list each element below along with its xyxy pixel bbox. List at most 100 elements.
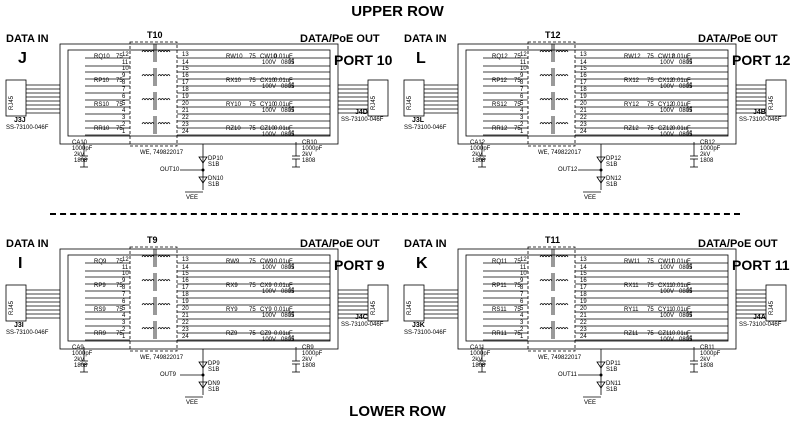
coil-winding bbox=[548, 74, 553, 77]
cap-voltage: 100V bbox=[660, 313, 675, 319]
coil-winding bbox=[542, 74, 547, 77]
coil-winding bbox=[163, 255, 168, 258]
block-letter: I bbox=[18, 255, 23, 272]
coil-winding bbox=[166, 98, 171, 101]
pin-number-right: 17 bbox=[580, 285, 587, 291]
pin-number-right: 14 bbox=[580, 265, 587, 271]
jack-out-ref: J4D bbox=[355, 109, 368, 116]
ca-package: 1808 bbox=[472, 363, 486, 369]
ca-voltage: 2kV bbox=[74, 152, 85, 158]
cap-value: 0.01uF bbox=[672, 259, 691, 265]
rj45-label-in: RJ45 bbox=[9, 300, 15, 315]
cb-value: 1000pF bbox=[302, 146, 323, 152]
left-resistor-value: 75 bbox=[116, 283, 123, 289]
coil-winding bbox=[150, 327, 155, 330]
pin-number-left: 6 bbox=[520, 299, 524, 305]
cap-voltage: 100V bbox=[660, 108, 675, 114]
right-resistor-value: 75 bbox=[647, 331, 654, 337]
cap-package: 0805 bbox=[281, 84, 295, 90]
pin-number-right: 22 bbox=[182, 115, 189, 121]
pin-number-left: 8 bbox=[122, 285, 126, 291]
coil-winding bbox=[539, 279, 544, 282]
cap-ref: CW10 bbox=[260, 54, 277, 60]
cap-package: 0805 bbox=[281, 289, 295, 295]
pin-number-left: 11 bbox=[520, 265, 527, 271]
pin-number-right: 17 bbox=[182, 285, 189, 291]
pin-number-left: 10 bbox=[520, 66, 527, 72]
coil-winding bbox=[539, 255, 544, 258]
jack-in-part: SS-73100-046F bbox=[404, 330, 447, 336]
cb-voltage: 2kV bbox=[700, 152, 711, 158]
coil-winding bbox=[147, 122, 152, 125]
ca-ref: CA9 bbox=[72, 345, 84, 351]
vee-label: VEE bbox=[186, 195, 199, 201]
cap-ref: CW12 bbox=[658, 54, 675, 60]
coil-winding bbox=[558, 98, 563, 101]
coil-winding bbox=[144, 255, 149, 258]
jack-out-part: SS-73100-046F bbox=[341, 322, 384, 328]
pin-number-right: 17 bbox=[580, 80, 587, 86]
cap-value: 0.01uF bbox=[274, 307, 293, 313]
coil-winding bbox=[150, 50, 155, 53]
data-in-label: DATA IN bbox=[6, 238, 49, 250]
ca-package: 1808 bbox=[74, 158, 88, 164]
coil-winding bbox=[545, 255, 550, 258]
diode-dn-ref: DN9 bbox=[208, 381, 221, 387]
cb-value: 1000pF bbox=[302, 351, 323, 357]
cap-package: 0805 bbox=[281, 337, 295, 343]
pin-number-right: 22 bbox=[182, 320, 189, 326]
coil-winding bbox=[561, 98, 566, 101]
pin-number-right: 21 bbox=[182, 108, 189, 114]
right-resistor-value: 75 bbox=[647, 307, 654, 313]
diode-dp-part: S1B bbox=[606, 162, 618, 168]
right-resistor-ref: RY12 bbox=[624, 102, 639, 108]
pin-number-left: 4 bbox=[520, 313, 524, 319]
coil-winding bbox=[558, 279, 563, 282]
left-resistor-value: 75 bbox=[514, 78, 521, 84]
cb-voltage: 2kV bbox=[302, 152, 313, 158]
coil-winding bbox=[144, 74, 149, 77]
coil-winding bbox=[564, 50, 569, 53]
cap-ref: CZ11 bbox=[658, 331, 673, 337]
left-resistor-value: 75 bbox=[116, 54, 123, 60]
pin-number-right: 20 bbox=[182, 306, 189, 312]
coil-winding bbox=[564, 255, 569, 258]
left-resistor-ref: RP12 bbox=[492, 78, 508, 84]
cap-ref: CX9 bbox=[260, 283, 272, 289]
coil-winding bbox=[555, 303, 560, 306]
junction-dot bbox=[599, 168, 603, 172]
coil-winding bbox=[163, 303, 168, 306]
cap-ref: CZ10 bbox=[260, 126, 275, 132]
pin-number-left: 5 bbox=[122, 101, 126, 107]
coil-winding bbox=[542, 50, 547, 53]
right-resistor-value: 75 bbox=[647, 259, 654, 265]
pin-number-left: 9 bbox=[122, 278, 126, 284]
pin-number-right: 19 bbox=[182, 299, 189, 305]
coil-winding bbox=[147, 98, 152, 101]
transformer-box bbox=[527, 246, 576, 352]
outer-loop bbox=[59, 43, 339, 145]
cap-ref: CY9 bbox=[260, 307, 272, 313]
coil-winding bbox=[558, 50, 563, 53]
coil-winding bbox=[163, 50, 168, 53]
ca-voltage: 2kV bbox=[472, 152, 483, 158]
coil-winding bbox=[539, 327, 544, 330]
jack-out-part: SS-73100-046F bbox=[739, 322, 782, 328]
cap-value: 0.01uF bbox=[672, 126, 691, 132]
right-resistor-value: 75 bbox=[249, 102, 256, 108]
transformer-box bbox=[527, 41, 576, 147]
cap-voltage: 100V bbox=[262, 60, 277, 66]
vee-label: VEE bbox=[584, 400, 597, 406]
coil-winding bbox=[548, 50, 553, 53]
rj45-jack-in bbox=[5, 284, 27, 322]
pin-number-left: 7 bbox=[520, 292, 524, 298]
left-resistor-ref: RS10 bbox=[94, 102, 110, 108]
pin-number-left: 9 bbox=[520, 73, 524, 79]
diode-dp-ref: DP12 bbox=[606, 156, 622, 162]
data-out-label: DATA/PoE OUT bbox=[698, 238, 778, 250]
cap-voltage: 100V bbox=[660, 337, 675, 343]
right-resistor-value: 75 bbox=[249, 307, 256, 313]
data-in-label: DATA IN bbox=[404, 238, 447, 250]
cap-voltage: 100V bbox=[262, 132, 277, 138]
